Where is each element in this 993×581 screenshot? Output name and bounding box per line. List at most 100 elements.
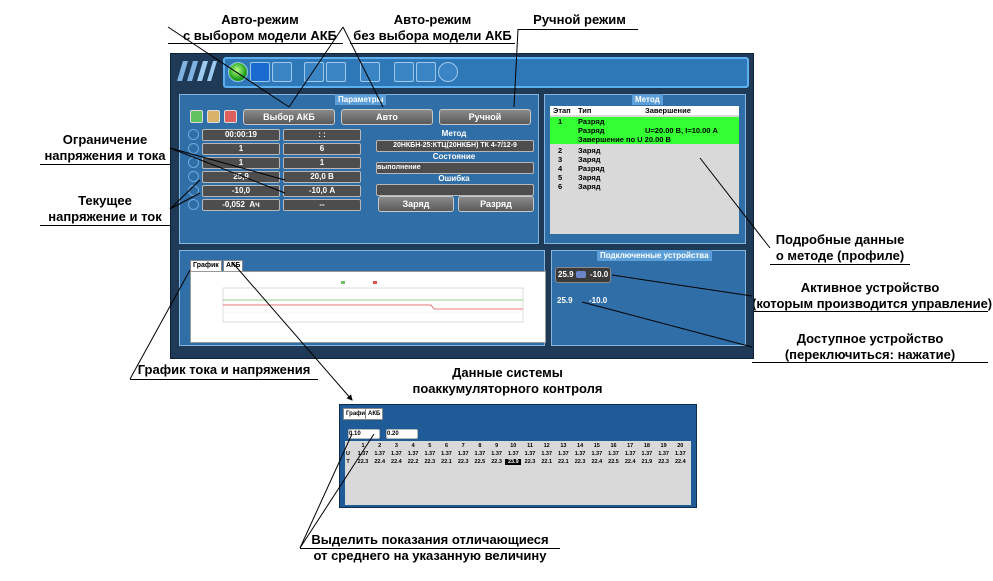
bms-col-header: 14: [577, 443, 584, 449]
bms-t-cell: 22.3: [524, 459, 536, 465]
available-device[interactable]: 25.9 -10.0: [557, 296, 608, 305]
bms-u-cell: 1.37: [574, 451, 586, 457]
connect-icon[interactable]: [228, 62, 248, 82]
method-value: 20НКБН-25:КТЦ(20НКБН) ТК 4-7/12-9: [376, 140, 534, 152]
current-limit[interactable]: -10,0 А: [283, 185, 361, 197]
active-device[interactable]: 25.9 -10.0: [555, 267, 611, 283]
state-label: Состояние: [432, 152, 476, 161]
annotation-bms: Данные системы поаккумуляторного контрол…: [412, 365, 603, 396]
capacity-icon: [188, 199, 199, 210]
list-icon[interactable]: [250, 62, 270, 82]
bms-col-header: 16: [610, 443, 617, 449]
method-row[interactable]: 3 Заряд: [558, 155, 601, 164]
bms-col-header: 5: [428, 443, 432, 449]
help-icon[interactable]: [438, 62, 458, 82]
annotation-auto-with-model: Авто-режим с выбором модели АКБ: [182, 12, 338, 43]
current-voltage-chart: [190, 271, 546, 343]
current-value: -10,0: [202, 185, 280, 197]
method-row[interactable]: Разряд U=20.00 В, I=10.00 А: [550, 126, 739, 135]
bms-u-cell: 1.37: [491, 451, 502, 457]
row-label-u: U: [346, 451, 350, 457]
voltage-value: 25,9: [202, 171, 280, 183]
annotation-active-device: Активное устройство (которым производитс…: [752, 280, 993, 311]
cycle-icon: [188, 143, 199, 154]
bms-u-cell: 1.37: [624, 451, 636, 457]
row-label-t: T: [346, 459, 350, 465]
method-row[interactable]: 2 Заряд: [558, 146, 601, 155]
settings-icon[interactable]: [326, 62, 346, 82]
charge-button[interactable]: Заряд: [378, 196, 454, 212]
method-row[interactable]: 4 Разряд: [558, 164, 605, 173]
tab-battery-2[interactable]: АКБ: [365, 408, 384, 420]
capacity-value: -0,052 Ач: [202, 199, 280, 211]
bms-col-header: 12: [543, 443, 550, 449]
bms-col-header: 17: [627, 443, 634, 449]
bms-col-header: 4: [411, 443, 415, 449]
devices-panel: Подключенные устройства 25.9 -10.0 25.9 …: [551, 250, 746, 346]
bms-t-cell: 22.4: [374, 459, 386, 465]
method-row[interactable]: Завершение по U 20.00 В: [550, 135, 739, 144]
bms-t-cell: 22.3: [424, 459, 436, 465]
capacity-secondary: --: [283, 199, 361, 211]
error-label: Ошибка: [438, 174, 470, 183]
auto-button[interactable]: Авто: [341, 109, 433, 125]
bms-col-header: 8: [478, 443, 482, 449]
pause-button[interactable]: [207, 110, 220, 123]
grid-icon[interactable]: [360, 62, 380, 82]
bms-u-cell: 1.37: [524, 451, 536, 457]
discharge-button[interactable]: Разряд: [458, 196, 534, 212]
threshold-t-input[interactable]: 0.20: [386, 429, 418, 439]
bms-col-header: 19: [660, 443, 667, 449]
bms-t-cell: 22.4: [624, 459, 636, 465]
params-panel: Параметры Выбор АКБ Авто Ручной 00:00:19…: [179, 94, 539, 244]
cycle-current: 1: [202, 157, 280, 169]
bms-u-cell: 1.37: [374, 451, 386, 457]
bms-col-header: 18: [643, 443, 650, 449]
bms-u-cell: 1.37: [391, 451, 402, 457]
voltage-limit[interactable]: 20,0 В: [283, 171, 361, 183]
method-title: Метод: [632, 94, 663, 105]
bms-u-cell: 1.37: [541, 451, 553, 457]
bms-u-cell: 1.37: [457, 451, 469, 457]
select-battery-button[interactable]: Выбор АКБ: [243, 109, 335, 125]
bms-t-cell: 22.3: [574, 459, 586, 465]
bms-col-header: 1: [361, 443, 365, 449]
bms-t-cell: 22.1: [558, 459, 569, 465]
bms-t-cell: 23.9: [505, 459, 522, 465]
bms-u-cell: 1.37: [407, 451, 419, 457]
stop-button[interactable]: [224, 110, 237, 123]
annotation-available-device: Доступное устройство (переключиться: наж…: [784, 331, 956, 362]
method-row[interactable]: 6 Заряд: [558, 182, 601, 191]
threshold-u-input[interactable]: 0.10: [348, 429, 380, 439]
error-value: [376, 184, 534, 196]
start-button[interactable]: [190, 110, 203, 123]
time-icon: [188, 129, 199, 140]
bms-u-cell: 1.37: [507, 451, 519, 457]
bms-col-header: 6: [444, 443, 449, 449]
current-icon: [188, 185, 199, 196]
method-row[interactable]: 5 Заряд: [558, 173, 601, 182]
doc-icon[interactable]: [394, 62, 414, 82]
table-icon[interactable]: [272, 62, 292, 82]
chart-icon[interactable]: [416, 62, 436, 82]
device-link-icon: [576, 271, 586, 278]
bms-u-cell: 1.37: [474, 451, 486, 457]
method-panel: Метод Этап Тип Завершение 1 Разряд Разря…: [544, 94, 746, 244]
bms-u-cell: 1.37: [641, 451, 653, 457]
bms-t-cell: 22.3: [658, 459, 669, 465]
bms-u-cell: 1.37: [424, 451, 436, 457]
bms-col-header: 11: [527, 443, 533, 449]
manual-button[interactable]: Ручной: [439, 109, 531, 125]
bms-u-cell: 1.37: [357, 451, 369, 457]
bms-t-cell: 22.2: [407, 459, 419, 465]
bms-col-header: 2: [378, 443, 382, 449]
bms-t-cell: 22.3: [357, 459, 369, 465]
method-row[interactable]: 1 Разряд: [550, 117, 739, 126]
method-table-header: Этап Тип Завершение: [550, 106, 739, 115]
bms-col-header: 20: [677, 443, 684, 449]
bms-u-cell: 1.37: [441, 451, 452, 457]
stage-current: 1: [202, 143, 280, 155]
tab-graph[interactable]: График: [190, 260, 222, 272]
battery-icon[interactable]: [304, 62, 324, 82]
